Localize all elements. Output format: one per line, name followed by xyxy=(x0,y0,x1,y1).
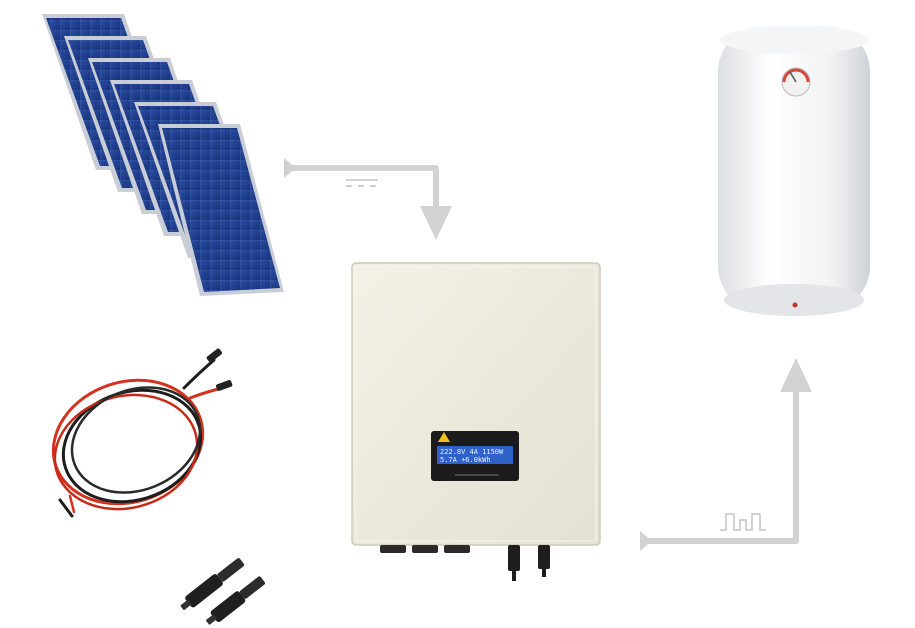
ac-square-wave-icon xyxy=(720,513,766,531)
solar-cable-red-black xyxy=(51,348,233,518)
solar-panels xyxy=(42,14,284,296)
lcd-line-2: 5.7A +6.0kWh xyxy=(440,456,491,464)
mc4-connectors xyxy=(180,558,265,625)
cable-glands xyxy=(380,545,550,581)
indicator-light-icon xyxy=(792,302,798,308)
thermostat-dial-icon xyxy=(781,67,811,97)
charge-controller: 222.8V 4A 1150W 5.7A +6.0kWh xyxy=(351,262,601,581)
controller-display-panel: 222.8V 4A 1150W 5.7A +6.0kWh xyxy=(431,431,519,481)
dc-arrow xyxy=(284,158,452,240)
water-heater xyxy=(718,26,870,316)
ac-arrow xyxy=(640,358,812,551)
lcd-line-1: 222.8V 4A 1150W xyxy=(440,448,504,456)
warning-logo-icon xyxy=(438,432,450,442)
solar-panel xyxy=(158,124,284,296)
dc-symbol-icon xyxy=(346,179,378,187)
lcd-screen xyxy=(437,446,513,464)
